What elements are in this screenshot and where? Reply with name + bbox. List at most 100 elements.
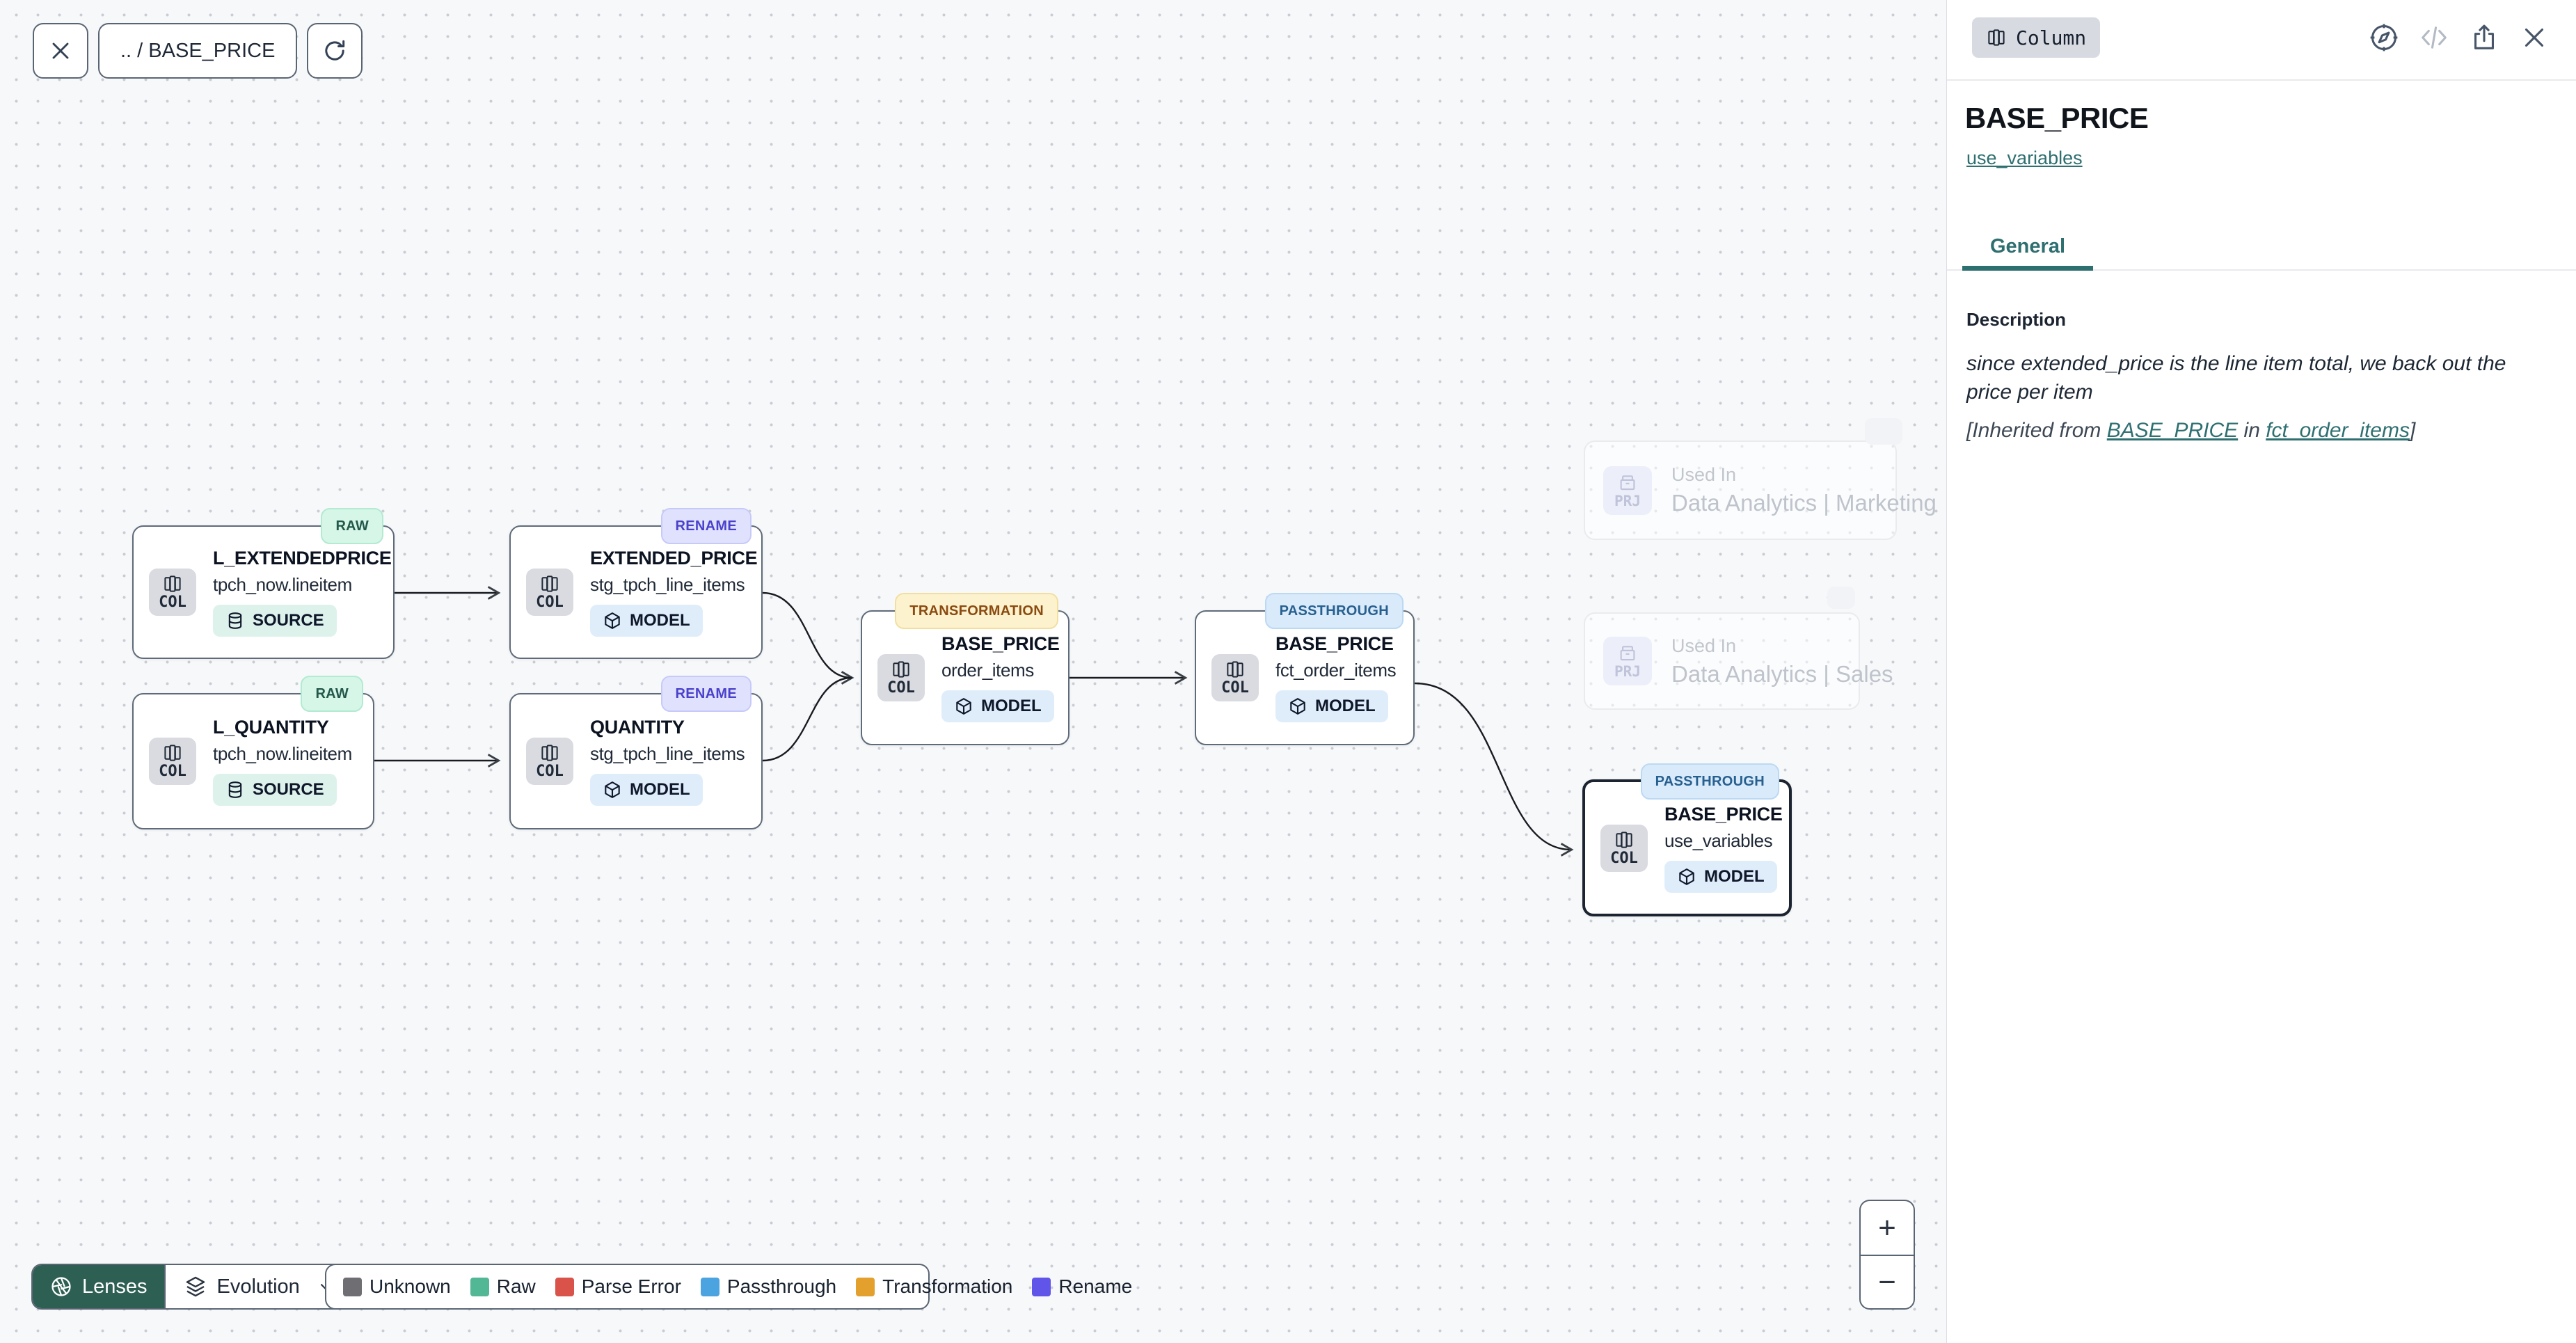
kind-badge-model: MODEL <box>941 690 1054 722</box>
column-title: BASE_PRICE <box>1965 102 2149 134</box>
used-in-card-marketing: PRJ Used In Data Analytics | Marketing <box>1584 440 1937 540</box>
cube-icon <box>605 781 620 798</box>
code-icon <box>2422 26 2447 49</box>
column-icon <box>1988 29 2005 46</box>
used-in-label: Used In <box>1671 635 1737 656</box>
legend-item-parse-error: Parse Error <box>555 1276 681 1298</box>
legend-swatch <box>1032 1277 1051 1296</box>
lens-control: Lenses Evolution <box>31 1264 354 1310</box>
node-title: QUANTITY <box>590 717 685 738</box>
project-abbrev: PRJ <box>1614 663 1641 680</box>
used-in-title: Data Analytics | Sales <box>1671 660 1893 687</box>
description-label: Description <box>1966 309 2067 330</box>
cube-icon <box>1290 698 1305 715</box>
lens-selected-label: Evolution <box>216 1275 300 1298</box>
column-icon: COL <box>1600 824 1648 872</box>
node-subtitle: tpch_now.lineitem <box>213 743 352 764</box>
model-link[interactable]: use_variables <box>1966 148 2083 168</box>
legend-swatch <box>343 1277 362 1296</box>
breadcrumb[interactable]: .. / BASE_PRICE <box>98 23 298 79</box>
legend-item-rename: Rename <box>1032 1276 1132 1298</box>
close-icon <box>2525 28 2544 47</box>
kind-badge-model: MODEL <box>1664 860 1777 893</box>
aperture-icon <box>51 1277 71 1296</box>
lens-selector-dropdown[interactable]: Evolution <box>164 1265 353 1308</box>
legend-swatch <box>700 1277 719 1296</box>
lenses-label: Lenses <box>82 1275 148 1298</box>
node-base-price-fct-order-items[interactable]: PASSTHROUGH COL BASE_PRICE fct_order_ite… <box>1195 593 1415 745</box>
close-icon <box>52 42 69 59</box>
zoom-in-button[interactable]: + <box>1878 1210 1896 1245</box>
close-lineage-button[interactable] <box>33 23 88 79</box>
zoom-controls: + − <box>1859 1200 1915 1310</box>
node-subtitle: stg_tpch_line_items <box>590 574 745 595</box>
node-title: BASE_PRICE <box>1664 803 1783 825</box>
used-in-title: Data Analytics | Marketing <box>1671 490 1937 516</box>
kind-badge-model: MODEL <box>590 605 703 637</box>
legend-swatch <box>555 1277 574 1296</box>
cube-icon <box>605 612 620 629</box>
project-icon: PRJ <box>1603 637 1652 685</box>
node-title: L_EXTENDEDPRICE <box>213 548 392 569</box>
node-extended-price[interactable]: RENAME COL EXTENDED_PRICE stg_tpch_line_… <box>509 508 763 659</box>
database-icon <box>228 612 242 629</box>
kind-badge-model: MODEL <box>590 774 703 806</box>
lens-badge-raw: RAW <box>321 508 383 544</box>
inherited-model-link[interactable]: fct_order_items <box>2266 419 2410 442</box>
legend-item-unknown: Unknown <box>343 1276 451 1298</box>
node-l-extendedprice[interactable]: RAW COL L_EXTENDEDPRICE tpch_now.lineite… <box>132 508 395 659</box>
description-body: since extended_price is the line item to… <box>1966 352 2506 404</box>
legend-swatch <box>856 1277 875 1296</box>
column-icon: COL <box>526 569 573 616</box>
node-l-quantity[interactable]: RAW COL L_QUANTITY tpch_now.lineitem SOU… <box>132 676 374 829</box>
ghost-badge <box>1827 587 1855 609</box>
project-abbrev: PRJ <box>1614 492 1641 509</box>
tab-general[interactable]: General <box>1962 230 2093 271</box>
column-icon: COL <box>877 654 925 701</box>
database-icon <box>228 781 242 798</box>
explore-button[interactable] <box>2366 19 2402 56</box>
entity-type-badge: Column <box>1972 17 2101 58</box>
refresh-button[interactable] <box>307 23 363 79</box>
cube-icon <box>1679 868 1694 885</box>
cube-icon <box>956 698 971 715</box>
details-panel: Column BASE_PRICE use_variables General … <box>1946 0 2576 1343</box>
node-subtitle: stg_tpch_line_items <box>590 743 745 764</box>
node-title: BASE_PRICE <box>941 633 1060 654</box>
project-icon: PRJ <box>1603 466 1652 515</box>
share-button[interactable] <box>2466 19 2502 56</box>
close-panel-button[interactable] <box>2516 19 2552 56</box>
column-icon: COL <box>526 738 573 785</box>
code-button[interactable] <box>2416 19 2452 56</box>
node-subtitle: fct_order_items <box>1275 660 1397 681</box>
node-base-price-use-variables[interactable]: PASSTHROUGH COL BASE_PRICE use_variables… <box>1582 763 1792 916</box>
ghost-badge <box>1865 418 1902 445</box>
node-base-price-order-items[interactable]: TRANSFORMATION COL BASE_PRICE order_item… <box>861 593 1070 745</box>
legend-item-raw: Raw <box>470 1276 536 1298</box>
node-quantity[interactable]: RENAME COL QUANTITY stg_tpch_line_items … <box>509 676 763 829</box>
lens-badge-rename: RENAME <box>660 676 752 712</box>
type-label: COL <box>1221 679 1249 697</box>
lenses-button[interactable]: Lenses <box>33 1265 164 1308</box>
panel-header: Column <box>1947 0 2576 81</box>
lens-badge-passthrough: PASSTHROUGH <box>1264 593 1404 629</box>
used-in-card-sales: PRJ Used In Data Analytics | Sales <box>1584 612 1893 710</box>
node-subtitle: order_items <box>941 660 1034 681</box>
node-subtitle: tpch_now.lineitem <box>213 574 352 595</box>
zoom-out-button[interactable]: − <box>1861 1255 1914 1308</box>
legend-swatch <box>470 1277 489 1296</box>
lens-badge-rename: RENAME <box>660 508 752 544</box>
refresh-icon <box>325 40 345 61</box>
column-icon: COL <box>1211 654 1259 701</box>
kind-badge-source: SOURCE <box>213 605 337 637</box>
type-label: COL <box>536 763 564 780</box>
compass-icon <box>2370 24 2398 51</box>
column-icon: COL <box>149 569 196 616</box>
type-label: COL <box>887 679 915 697</box>
node-subtitle: use_variables <box>1664 829 1773 851</box>
type-label: COL <box>1610 849 1638 867</box>
type-label: COL <box>159 594 186 611</box>
panel-tabs: General <box>1947 230 2576 271</box>
kind-badge-source: SOURCE <box>213 774 337 806</box>
inherited-column-link[interactable]: BASE_PRICE <box>2106 419 2239 442</box>
